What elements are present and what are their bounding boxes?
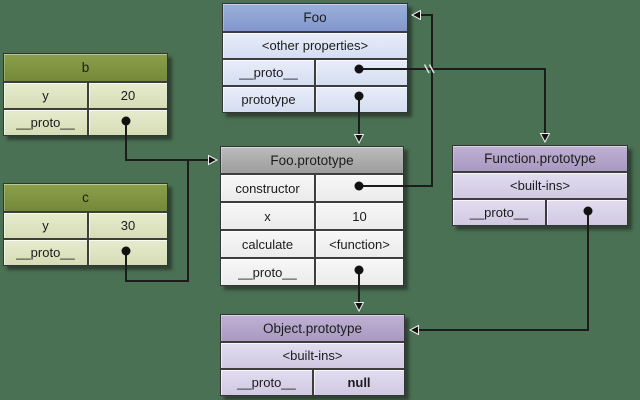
table-c: c y 30 __proto__ [3,183,168,266]
table-row: <built-ins> [453,171,627,198]
property-key: __proto__ [221,259,314,285]
property-value: 30 [87,213,167,238]
table-title-text: Foo.prototype [270,152,354,168]
table-row: <built-ins> [221,341,404,368]
property-key: __proto__ [4,110,87,135]
table-title-text: c [82,190,89,205]
table-row: calculate <function> [221,229,403,257]
table-foo-title: Foo [223,4,407,31]
table-row: <other properties> [223,31,407,58]
property-value-pointer [87,240,167,265]
table-title-text: b [81,60,90,75]
property-value-null: null [312,370,404,395]
arrow-function-prototype-proto-to-object-prototype [411,215,589,330]
table-row: y 20 [4,81,167,108]
table-object-prototype: Object.prototype <built-ins> __proto__ n… [220,314,405,396]
table-title-text: Function.prototype [484,151,596,166]
property-key: calculate [221,231,314,257]
line-crossing-icon [423,64,435,74]
property-value-pointer [545,200,627,225]
property-key: __proto__ [223,60,314,85]
property-value-pointer [314,87,407,112]
table-foo-prototype-title: Foo.prototype [221,147,403,173]
property-key: y [4,213,87,238]
property-key: x [221,203,314,229]
property-span: <built-ins> [221,343,404,368]
property-key: __proto__ [4,240,87,265]
property-span: <other properties> [223,33,407,58]
table-function-prototype: Function.prototype <built-ins> __proto__ [452,145,628,226]
property-span: <built-ins> [453,173,627,198]
table-row: y 30 [4,211,167,238]
table-row: __proto__ [453,198,627,225]
property-key: __proto__ [453,200,545,225]
table-row: __proto__ [221,257,403,285]
property-value: <function> [314,231,403,257]
table-row: __proto__ [4,108,167,135]
table-row: __proto__ null [221,368,404,395]
property-value-pointer [314,175,403,201]
table-row: x 10 [221,201,403,229]
table-title-text: Foo [303,10,327,25]
table-title-text: Object.prototype [262,320,363,336]
table-b-title: b [4,54,167,81]
property-key: constructor [221,175,314,201]
property-key: __proto__ [221,370,312,395]
property-value: 10 [314,203,403,229]
property-value: 20 [87,83,167,108]
table-b: b y 20 __proto__ [3,53,168,136]
property-value-pointer [314,259,403,285]
property-value-pointer [87,110,167,135]
property-value-pointer [314,60,407,85]
table-row: constructor [221,173,403,201]
property-key: y [4,83,87,108]
table-foo-prototype: Foo.prototype constructor x 10 calculate… [220,146,404,286]
table-function-prototype-title: Function.prototype [453,146,627,171]
table-row: __proto__ [223,58,407,85]
table-row: prototype [223,85,407,112]
property-key: prototype [223,87,314,112]
table-row: __proto__ [4,238,167,265]
table-foo: Foo <other properties> __proto__ prototy… [222,3,408,113]
table-c-title: c [4,184,167,211]
table-object-prototype-title: Object.prototype [221,315,404,341]
